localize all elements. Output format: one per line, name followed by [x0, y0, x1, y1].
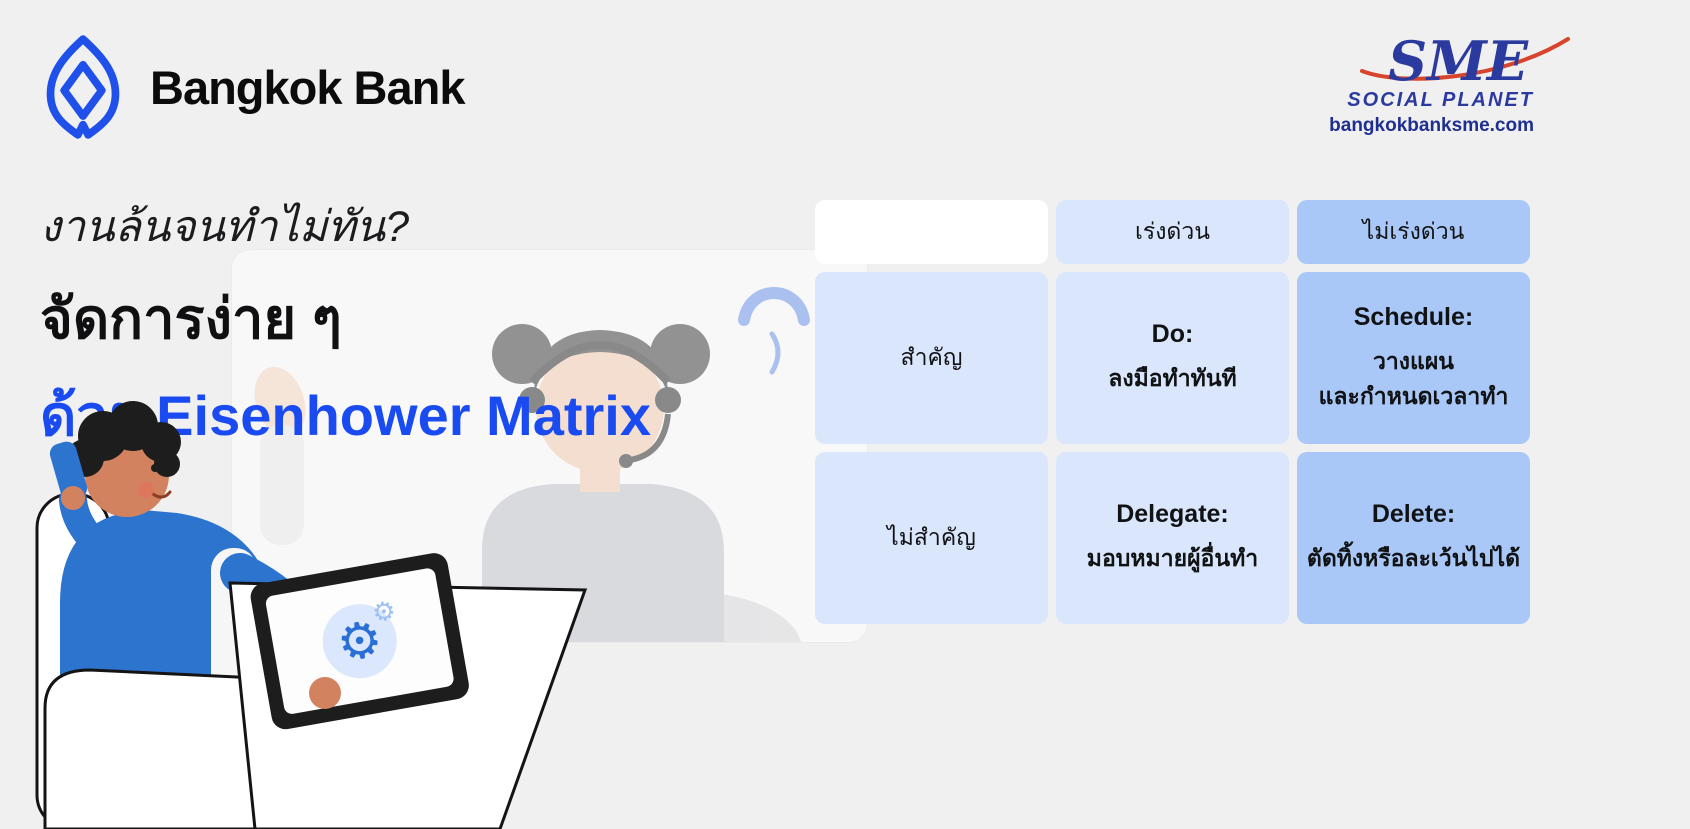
gear-small-icon: ⚙ — [370, 595, 398, 629]
cell-delete-body: ตัดทิ้งหรือละเว้นไปได้ — [1306, 545, 1521, 572]
sme-title: SME — [1388, 29, 1528, 93]
person-illustration: ⚙ ⚙ — [35, 401, 588, 829]
matrix-cell-delegate: Delegate: มอบหมายผู้อื่นทำ — [1056, 452, 1289, 624]
laptop: ⚙ ⚙ — [250, 553, 469, 730]
bangkok-bank-logo: Bangkok Bank — [40, 34, 465, 140]
background-illustration-panel — [232, 250, 867, 642]
cell-delete-title: Delete: — [1371, 500, 1456, 529]
matrix-col-header-not-urgent: ไม่เร่งด่วน — [1297, 200, 1530, 264]
cell-do-body: ลงมือทำทันที — [1108, 365, 1237, 392]
matrix-cell-delete: Delete: ตัดทิ้งหรือละเว้นไปได้ — [1297, 452, 1530, 624]
headline-line2: จัดการง่าย ๆ — [40, 287, 342, 350]
cell-do-title: Do: — [1151, 320, 1194, 349]
matrix-row-header-important: สำคัญ — [815, 272, 1048, 444]
cell-delegate-title: Delegate: — [1116, 500, 1229, 529]
cell-delegate-body: มอบหมายผู้อื่นทำ — [1086, 545, 1259, 572]
matrix-col-header-urgent: เร่งด่วน — [1056, 200, 1289, 264]
sme-planet-swoosh-icon — [1360, 37, 1571, 82]
sme-website: bangkokbanksme.com — [1329, 115, 1534, 137]
bangkok-bank-lotus-icon — [46, 35, 120, 139]
matrix-row-header-not-important: ไม่สำคัญ — [815, 452, 1048, 624]
cell-schedule-title: Schedule: — [1353, 303, 1474, 331]
sme-title-wrap: SME — [1360, 29, 1571, 93]
gear-icon: ⚙ — [333, 610, 387, 673]
matrix-corner-cell — [815, 200, 1048, 264]
headline-question: งานล้นจนทำไม่ทัน? — [40, 203, 409, 251]
bangkok-bank-wordmark: Bangkok Bank — [150, 60, 465, 114]
sme-social-planet-logo: SME SOCIAL PLANET bangkokbanksme.com — [1329, 29, 1571, 137]
sme-subtitle: SOCIAL PLANET — [1347, 89, 1534, 112]
eisenhower-matrix: เร่งด่วน ไม่เร่งด่วน สำคัญ Do: ลงมือทำทั… — [815, 200, 1530, 624]
matrix-cell-schedule: Schedule: วางแผน และกำหนดเวลาทำ — [1297, 272, 1530, 444]
cell-schedule-body: วางแผน และกำหนดเวลาทำ — [1318, 348, 1509, 409]
matrix-cell-do: Do: ลงมือทำทันที — [1056, 272, 1289, 444]
